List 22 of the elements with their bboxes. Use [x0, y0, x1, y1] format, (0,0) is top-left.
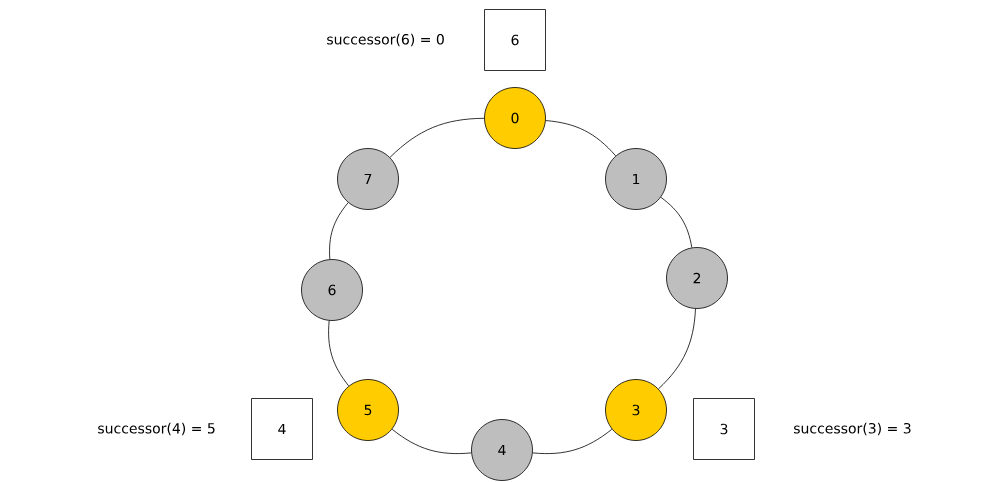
successor-label: successor(4) = 5	[98, 422, 215, 436]
successor-label: successor(6) = 0	[327, 33, 444, 47]
ring-node: 0	[484, 87, 546, 149]
ring-arc	[660, 196, 693, 248]
ring-node: 4	[471, 419, 533, 481]
key-box: 3	[693, 398, 755, 460]
ring-node: 7	[337, 148, 399, 210]
ring-arc	[329, 202, 349, 260]
ring-node: 5	[337, 379, 399, 441]
ring-arc	[545, 120, 617, 157]
key-box: 4	[251, 398, 313, 460]
ring-arc	[391, 428, 472, 454]
ring-node: 2	[666, 247, 728, 309]
ring-arc	[389, 117, 485, 158]
ring-arc	[328, 320, 350, 387]
ring-node: 6	[301, 259, 363, 321]
ring-arc	[532, 428, 613, 454]
ring-node: 3	[605, 379, 667, 441]
key-box: 6	[484, 9, 546, 71]
ring-node: 1	[605, 148, 667, 210]
successor-label: successor(3) = 3	[793, 422, 911, 436]
ring-arc	[658, 308, 696, 390]
